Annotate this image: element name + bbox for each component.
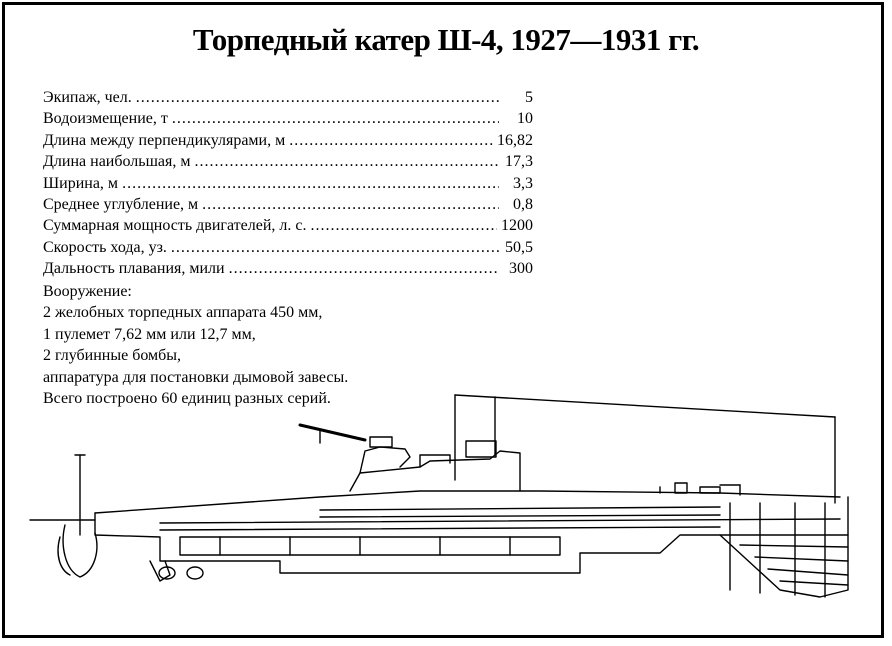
armament-item: аппаратура для постановки дымовой завесы…	[43, 368, 349, 386]
spec-row-draft: Среднее углубление, м 0,8	[43, 196, 533, 217]
spec-value: 0,8	[513, 195, 533, 213]
spec-label: Экипаж, чел.	[43, 89, 132, 106]
torpedo-boat-side-view-icon	[29, 394, 849, 598]
armament-block: Вооружение: 2 желобных торпедных аппарат…	[43, 283, 348, 411]
spec-row-displacement: Водоизмещение, т 10	[43, 110, 533, 131]
armament-item: 2 глубинные бомбы,	[43, 347, 182, 365]
leader-dots	[171, 239, 499, 257]
page-title: Торпедный катер Ш-4, 1927—1931 гг.	[192, 22, 700, 57]
spec-row-crew: Экипаж, чел. 5	[43, 89, 533, 110]
leader-dots	[289, 132, 493, 150]
spec-label: Водоизмещение, т	[43, 110, 168, 128]
spec-row-length-max: Длина наибольшая, м 17,3	[43, 153, 533, 174]
armament-item: 2 желобных торпедных аппарата 450 мм,	[43, 304, 323, 322]
total-built-note: Всего построено 60 единиц разных серий.	[43, 389, 331, 407]
spec-label: Длина между перпендикулярами, м	[43, 131, 286, 149]
spec-row-length-pp: Длина между перпендикулярами, м 16,82	[43, 132, 533, 153]
spec-value: 300	[509, 260, 533, 278]
spec-row-power: Суммарная мощность двигателей, л. с. 120…	[43, 217, 533, 238]
spec-row-speed: Скорость хода, уз. 50,5	[43, 239, 533, 260]
spec-value: 16,82	[497, 131, 533, 149]
leader-dots	[122, 175, 499, 193]
spec-value: 17,3	[505, 153, 533, 171]
leader-dots	[229, 260, 499, 278]
spec-label: Суммарная мощность двигателей, л. с.	[43, 217, 307, 235]
spec-label: Длина наибольшая, м	[43, 153, 191, 171]
armament-item: 1 пулемет 7,62 мм или 12,7 мм,	[43, 325, 256, 343]
spec-value: 10	[517, 110, 533, 128]
spec-label: Дальность плавания, мили	[43, 260, 225, 278]
spec-value: 50,5	[505, 238, 533, 256]
spec-row-beam: Ширина, м 3,3	[43, 175, 533, 196]
specs-table: Экипаж, чел. 5 Водоизмещение, т 10 Длина…	[43, 89, 533, 282]
leader-dots	[136, 89, 499, 107]
spec-label: Скорость хода, уз.	[43, 238, 167, 256]
leader-dots	[202, 196, 499, 214]
armament-heading: Вооружение:	[43, 283, 132, 300]
spec-label: Среднее углубление, м	[43, 195, 199, 213]
spec-value: 1200	[501, 217, 533, 235]
spec-value: 3,3	[513, 174, 533, 192]
leader-dots	[194, 153, 499, 171]
leader-dots	[310, 217, 497, 235]
spec-label: Ширина, м	[43, 174, 119, 192]
leader-dots	[172, 110, 499, 128]
spec-row-range: Дальность плавания, мили 300	[43, 260, 533, 281]
page-frame	[2, 2, 884, 638]
spec-value: 5	[525, 89, 533, 106]
